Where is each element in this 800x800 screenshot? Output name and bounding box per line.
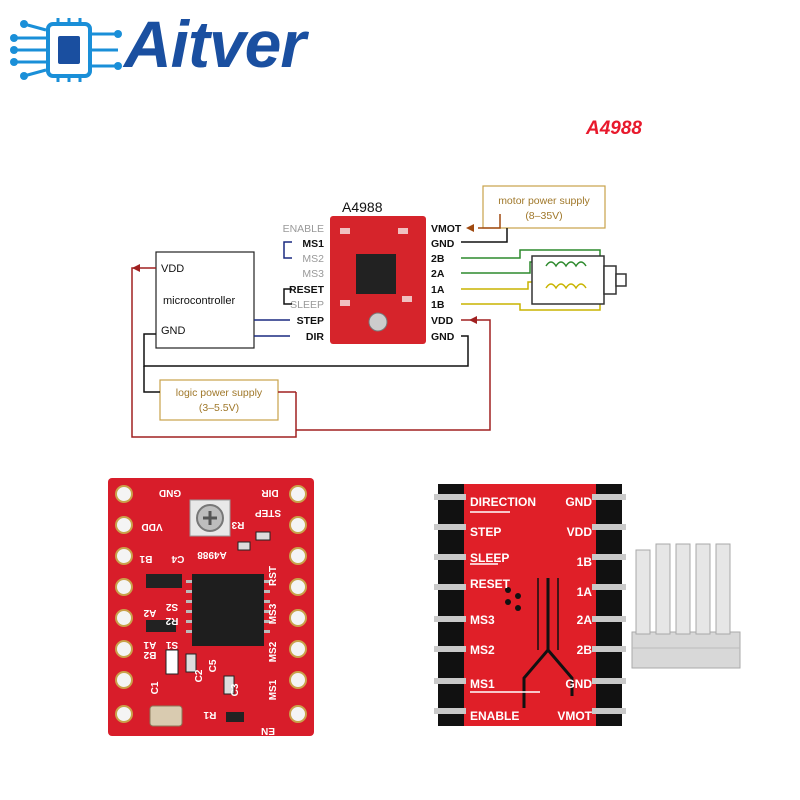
front-silk-s1: S1: [165, 639, 178, 650]
back-label-gnd-bottom: GND: [565, 677, 592, 691]
motor-supply-box: [482, 185, 606, 229]
front-silk-c5: C5: [208, 659, 219, 672]
front-silk-r2: R2: [165, 615, 178, 626]
logic-supply-range: (3–5.5V): [199, 402, 239, 414]
mcu-vdd-label: VDD: [161, 263, 184, 275]
back-label-gnd-top: GND: [565, 495, 592, 509]
mcu-gnd-label: GND: [161, 325, 186, 337]
front-silk-ms3: MS3: [268, 603, 279, 624]
front-silk-dir: DIR: [261, 487, 279, 498]
front-silk-c1: C1: [150, 681, 161, 694]
front-silk-ms2: MS2: [268, 641, 279, 662]
front-silk-s2: S2: [165, 601, 178, 612]
front-silk-a2: A2: [143, 607, 156, 618]
back-label-direction: DIRECTION: [470, 495, 536, 509]
back-label-sleep: SLEEP: [470, 551, 509, 565]
front-silk-step: STEP: [255, 507, 281, 518]
pin-vmot: VMOT: [431, 223, 462, 235]
microcontroller-box: [155, 251, 255, 349]
pin-1b: 1B: [431, 299, 445, 311]
back-label-ms2: MS2: [470, 643, 495, 657]
board-front-photo: GND DIR VDD STEP B1 A4988 C4 R3 B2 A2 S2…: [108, 478, 314, 736]
front-silk-ms1: MS1: [268, 679, 279, 700]
front-silk-vdd: VDD: [141, 521, 162, 532]
logic-supply-box: [159, 379, 279, 421]
motor-supply-range: (8–35V): [525, 210, 562, 222]
motor-supply-label: motor power supply: [498, 195, 590, 207]
pin-ms1: MS1: [302, 238, 324, 250]
back-label-step: STEP: [470, 525, 501, 539]
logic-supply-label: logic power supply: [176, 387, 263, 399]
back-label-vmot: VMOT: [557, 709, 592, 723]
back-label-2a: 2A: [577, 613, 593, 627]
wiring-diagram: VDD microcontroller GND A4988 ENABLE MS1…: [131, 185, 627, 438]
board-back-photo: DIRECTION STEP SLEEP RESET MS3 MS2 MS1 E…: [434, 484, 626, 726]
back-label-enable: ENABLE: [470, 709, 519, 723]
back-label-ms3: MS3: [470, 613, 495, 627]
front-silk-rst: RST: [268, 566, 279, 586]
front-silk-r3: R3: [231, 519, 244, 530]
pin-step: STEP: [297, 315, 324, 327]
back-label-vdd: VDD: [567, 525, 593, 539]
front-silk-c2: C2: [194, 669, 205, 682]
pin-vdd: VDD: [431, 315, 454, 327]
front-silk-r1: R1: [203, 709, 216, 720]
product-title: A4988: [586, 118, 642, 139]
front-silk-c4: C4: [171, 553, 184, 564]
pin-enable: ENABLE: [283, 223, 324, 235]
front-silk-a1: A1: [143, 639, 156, 650]
front-silk-gnd: GND: [159, 487, 181, 498]
pin-1a: 1A: [431, 284, 445, 296]
board-label: A4988: [342, 199, 383, 215]
pin-gnd-motor: GND: [431, 238, 455, 250]
back-label-reset: RESET: [470, 577, 511, 591]
mcu-title: microcontroller: [163, 295, 235, 307]
back-label-1b: 1B: [577, 555, 593, 569]
pin-sleep: SLEEP: [290, 299, 324, 311]
back-label-ms1: MS1: [470, 677, 495, 691]
brand-logo-icon: [10, 18, 122, 82]
pin-2a: 2A: [431, 268, 445, 280]
pin-reset: RESET: [289, 284, 325, 296]
front-silk-en: EN: [261, 725, 275, 736]
pin-gnd-logic: GND: [431, 331, 455, 343]
back-label-1a: 1A: [577, 585, 593, 599]
back-label-2b: 2B: [577, 643, 593, 657]
heatsink-icon: [631, 543, 741, 669]
front-silk-b1: B1: [139, 553, 152, 564]
pin-2b: 2B: [431, 253, 445, 265]
diagram-chip: [356, 254, 396, 294]
front-silk-b2: B2: [143, 649, 156, 660]
front-silk-a4988: A4988: [197, 549, 227, 560]
pin-ms2: MS2: [302, 253, 324, 265]
front-silk-c3: C3: [230, 683, 241, 696]
brand-name: Aitver: [124, 7, 306, 81]
pin-ms3: MS3: [302, 268, 324, 280]
pin-dir: DIR: [306, 331, 325, 343]
